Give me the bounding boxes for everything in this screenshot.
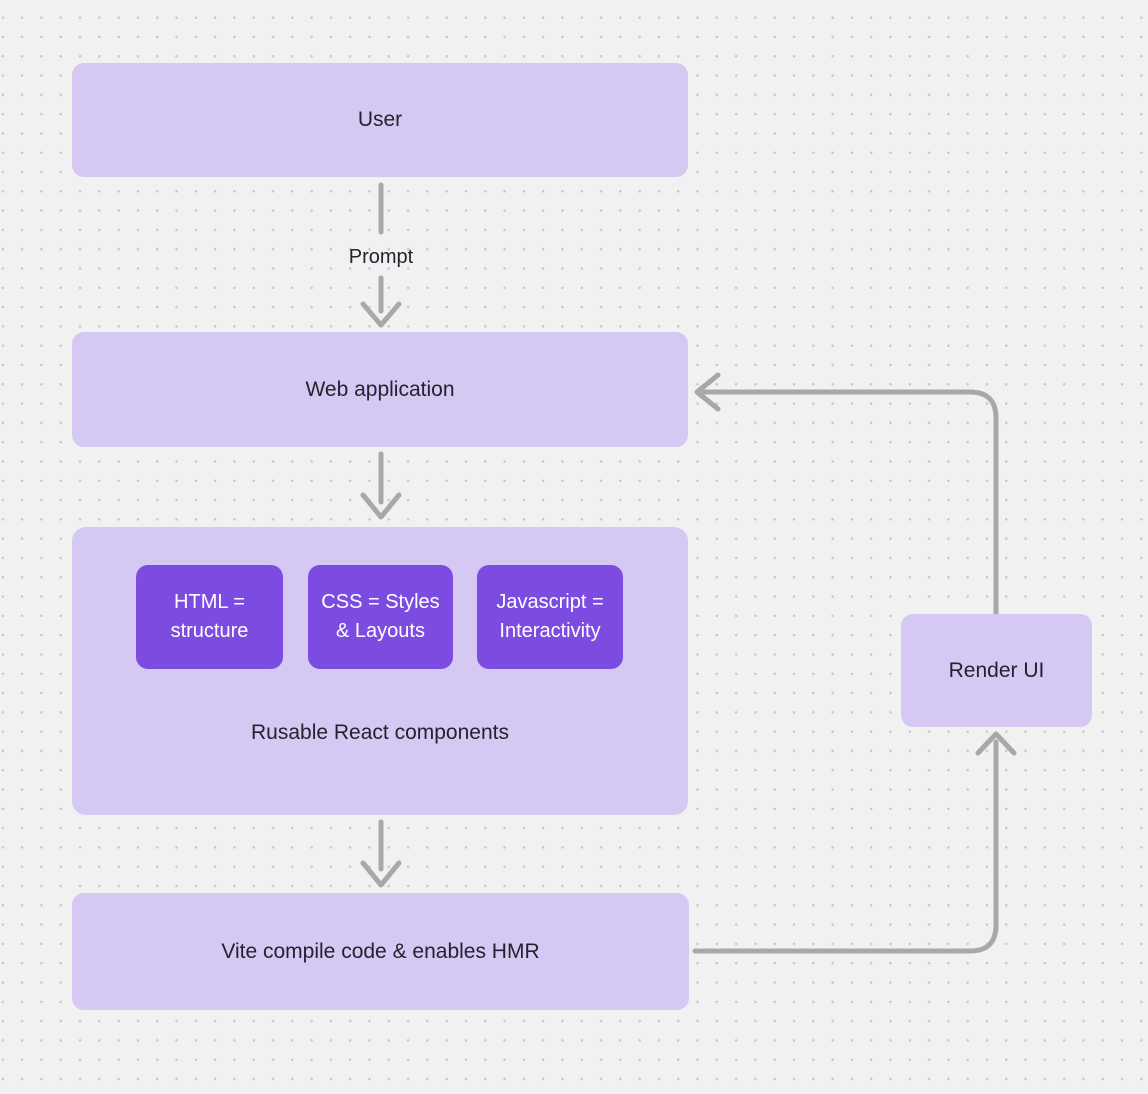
arrowhead-down-components xyxy=(360,492,402,520)
node-user-label: User xyxy=(357,108,403,131)
node-css: CSS = Styles & Layouts xyxy=(308,565,453,669)
node-user: User xyxy=(72,63,688,177)
edge-label-prompt: Prompt xyxy=(348,246,414,268)
node-html-label: HTML = structure xyxy=(170,591,249,642)
arrowhead-down-vite xyxy=(360,860,402,888)
arrowhead-up-renderui xyxy=(975,731,1017,756)
node-javascript-label: Javascript = Interactivity xyxy=(496,591,604,642)
node-vite-label: Vite compile code & enables HMR xyxy=(221,939,540,963)
node-html: HTML = structure xyxy=(136,565,283,669)
node-render-ui: Render UI xyxy=(901,614,1092,727)
node-vite: Vite compile code & enables HMR xyxy=(72,893,689,1010)
edge-renderui-webapp xyxy=(701,389,999,617)
arrowhead-left-webapp xyxy=(694,372,721,412)
node-web-application-label: Web application xyxy=(305,377,455,401)
arrowhead-down-webapp xyxy=(360,301,402,328)
edge-vite-renderui xyxy=(692,739,999,954)
components-group-caption: Rusable React components xyxy=(251,721,509,744)
node-css-label: CSS = Styles & Layouts xyxy=(321,591,440,642)
node-javascript: Javascript = Interactivity xyxy=(477,565,623,669)
node-render-ui-label: Render UI xyxy=(948,658,1045,682)
node-components-group: HTML = structure CSS = Styles & Layouts … xyxy=(72,527,688,815)
node-web-application: Web application xyxy=(72,332,688,447)
